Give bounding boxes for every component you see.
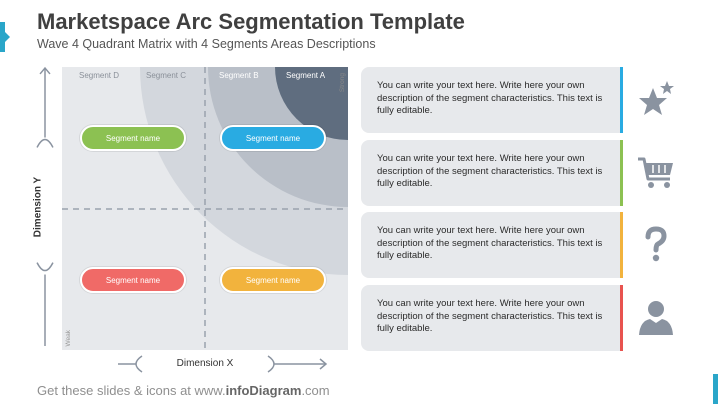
y-axis-arrow — [36, 66, 54, 347]
y-axis-label: Dimension Y — [32, 176, 44, 238]
segment-pill-bottom-right: Segment name — [220, 267, 326, 293]
star-icon — [639, 81, 674, 115]
x-axis-arrow — [118, 355, 328, 373]
segment-b-label: Segment B — [219, 71, 259, 80]
right-accent-marker — [713, 374, 718, 404]
card-accent-bar — [620, 67, 623, 133]
description-card-2: You can write your text here. Write here… — [361, 140, 623, 206]
page-title: Marketspace Arc Segmentation Template — [37, 9, 465, 34]
segment-pill-top-right: Segment name — [220, 125, 326, 151]
quadrant-matrix: Segment D Segment C Segment B Segment A … — [62, 67, 348, 350]
description-card-1: You can write your text here. Write here… — [361, 67, 623, 133]
description-card-3: You can write your text here. Write here… — [361, 212, 623, 278]
footer-prefix: Get these slides & icons at www. — [37, 383, 226, 398]
description-text: You can write your text here. Write here… — [377, 80, 603, 116]
segment-pill-bottom-left: Segment name — [80, 267, 186, 293]
card-accent-bar — [620, 212, 623, 278]
weak-label: Weak — [65, 329, 72, 347]
description-text: You can write your text here. Write here… — [377, 225, 603, 261]
segment-pill-top-left: Segment name — [80, 125, 186, 151]
footer-suffix: .com — [301, 383, 330, 398]
description-text: You can write your text here. Write here… — [377, 153, 603, 189]
strong-label: Strong — [339, 73, 346, 93]
page-subtitle: Wave 4 Quadrant Matrix with 4 Segments A… — [37, 37, 376, 51]
segment-c-label: Segment C — [146, 71, 187, 80]
arc-waves — [62, 67, 348, 350]
left-accent-marker — [0, 22, 10, 52]
description-card-4: You can write your text here. Write here… — [361, 285, 623, 351]
person-icon — [639, 301, 673, 335]
x-axis-label: Dimension X — [176, 358, 234, 369]
shopping-cart-icon — [638, 157, 673, 188]
card-accent-bar — [620, 140, 623, 206]
footer-brand: infoDiagram — [225, 383, 302, 398]
segment-a-label: Segment A — [286, 71, 326, 80]
footer-credit[interactable]: Get these slides & icons at www.infoDiag… — [37, 383, 330, 398]
description-text: You can write your text here. Write here… — [377, 298, 603, 334]
segment-d-label: Segment D — [79, 71, 120, 80]
arc-segment-a — [275, 67, 348, 140]
card-accent-bar — [620, 285, 623, 351]
question-mark-icon — [645, 226, 667, 262]
